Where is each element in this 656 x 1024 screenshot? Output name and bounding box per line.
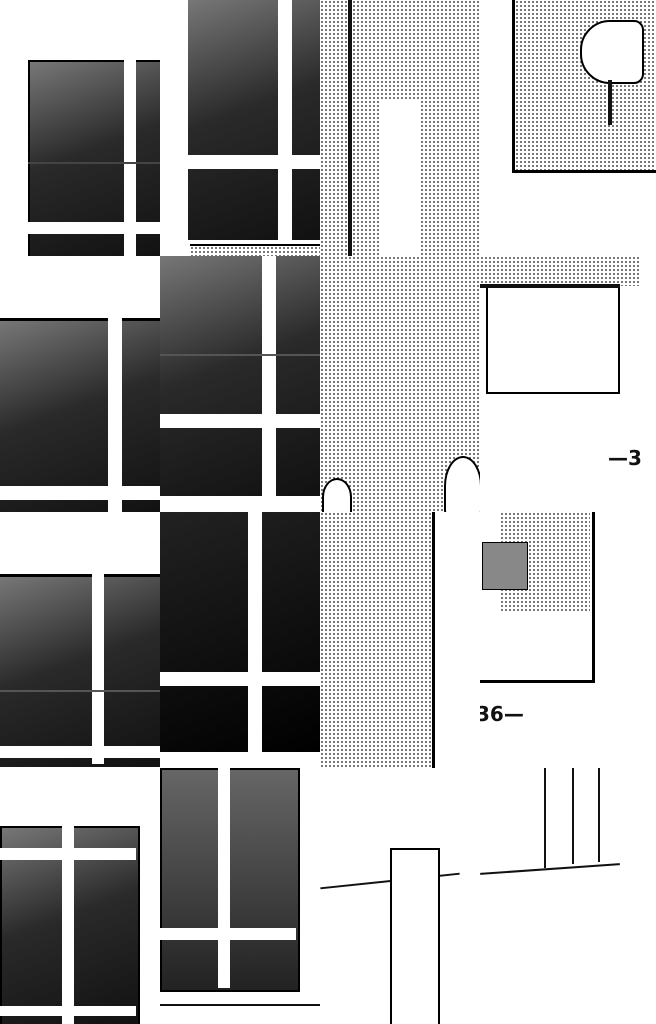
tile-window-frame-3 [0,512,160,768]
tile-window-dark-2 [160,256,320,512]
tile-screentone-wall [320,0,480,256]
tile-floor-lines [480,768,656,1024]
tile-pillar [320,768,480,1024]
page-number-right: —3 [608,446,642,470]
tile-window-frame-4 [0,768,160,1024]
tile-office-chair [480,0,656,256]
tile-girl-standing: 36— [480,512,656,768]
tile-window-frame-2 [0,256,160,512]
tile-window-dark-3 [160,512,320,768]
tile-screentone-door [320,512,480,768]
tile-screentone-figures [320,256,480,512]
page-number-left: 36— [480,702,524,726]
tile-window-dark [160,0,320,256]
tile-desk-pagenum: —3 [480,256,656,512]
tile-window-frame [0,0,160,256]
tile-window-trees [160,768,320,1024]
